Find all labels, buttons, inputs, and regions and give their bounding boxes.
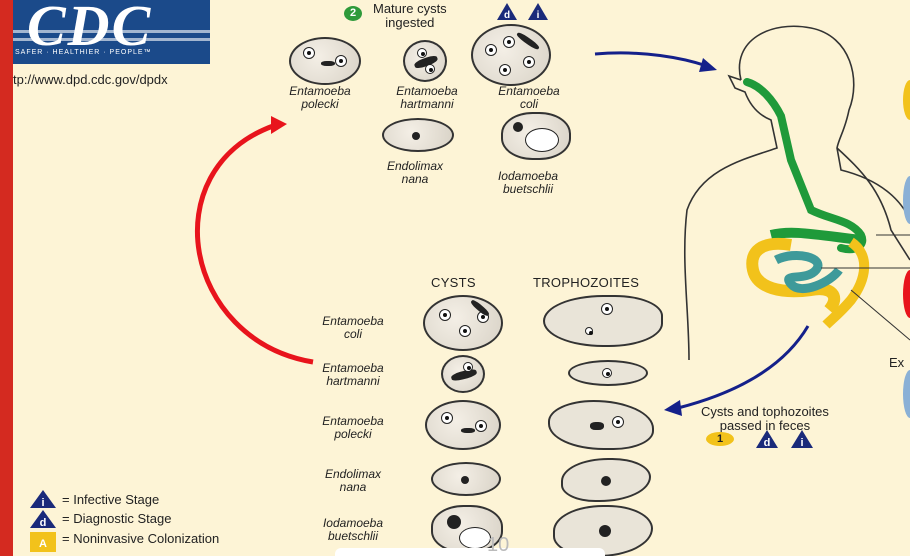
- row-label-endolimax: Endolimax nana: [324, 467, 382, 494]
- cdc-logo-tagline: SAFER · HEALTHIER · PEOPLE™: [15, 49, 152, 56]
- cyst-polecki-top: [289, 37, 361, 85]
- human-digestive-diagram: [683, 25, 910, 361]
- row-label-hartmanni: Entamoeba hartmanni: [322, 361, 384, 388]
- legend-infective: = Infective Stage: [62, 492, 160, 507]
- feces-caption: Cysts and tophozoites passed in feces: [701, 404, 829, 433]
- header-cysts: CYSTS: [431, 275, 476, 290]
- badge-d-bottom: d: [764, 437, 771, 449]
- badge-d-top: d: [504, 10, 510, 21]
- table-cyst-hartmanni: [441, 355, 485, 393]
- label-coli-top: Entamoeba coli: [498, 84, 560, 111]
- cyst-coli-top: [471, 24, 551, 86]
- diagram-canvas: CDC SAFER · HEALTHIER · PEOPLE™ tp://www…: [13, 0, 910, 556]
- page-number: 10: [487, 534, 510, 556]
- right-marker-red: [903, 270, 910, 318]
- row-label-iodamoeba: Iodamoeba buetschlii: [322, 516, 384, 543]
- badge-i-top: i: [537, 10, 540, 21]
- stage-1-marker: 1: [706, 432, 734, 446]
- legend-infective-symbol: i: [41, 497, 44, 509]
- right-marker-blue-1: [903, 176, 910, 224]
- cdc-logo: CDC SAFER · HEALTHIER · PEOPLE™: [13, 0, 210, 64]
- cdc-logo-wordmark: CDC: [27, 0, 153, 58]
- top-stage-badges: d i: [497, 3, 548, 21]
- page-number-box: [335, 548, 605, 556]
- label-polecki-top: Entamoeba polecki: [289, 84, 351, 111]
- source-url: tp://www.dpd.cdc.gov/dpdx: [13, 72, 168, 87]
- header-trophozoites: TROPHOZOITES: [533, 275, 640, 290]
- bottom-stage-badges: d i: [756, 430, 813, 449]
- right-marker-yellow: [903, 80, 910, 120]
- label-ex-truncated: Ex: [889, 355, 905, 370]
- row-label-polecki: Entamoeba polecki: [322, 414, 384, 441]
- table-tropho-polecki: [548, 400, 654, 450]
- stage-2-marker: 2: [344, 6, 362, 21]
- cyst-endolimax-top: [382, 118, 454, 152]
- legend-diagnostic-symbol: d: [40, 517, 47, 529]
- table-cyst-endolimax: [431, 462, 501, 496]
- table-tropho-hartmanni: [568, 360, 648, 386]
- label-hartmanni-top: Entamoeba hartmanni: [396, 84, 458, 111]
- table-tropho-endolimax: [561, 458, 651, 502]
- legend-noninvasive: = Noninvasive Colonization: [62, 531, 220, 546]
- ingestion-arrow: [594, 51, 717, 72]
- mature-cysts-caption: Mature cysts ingested: [373, 1, 447, 30]
- table-cyst-coli: [423, 295, 503, 351]
- row-label-coli: Entamoeba coli: [322, 314, 384, 341]
- red-cycle-arrow: [194, 116, 314, 365]
- table-cyst-polecki: [425, 400, 501, 450]
- legend-diagnostic: = Diagnostic Stage: [62, 511, 172, 526]
- label-iodamoeba-top: Iodamoeba buetschlii: [497, 169, 559, 196]
- legend-symbols: i d A: [30, 490, 56, 552]
- cyst-hartmanni-top: [403, 40, 447, 82]
- table-tropho-iodamoeba: [553, 505, 653, 556]
- badge-i-bottom: i: [800, 437, 803, 449]
- legend-noninvasive-symbol: A: [39, 538, 47, 550]
- cyst-iodamoeba-top: [501, 112, 571, 160]
- right-marker-blue-2: [903, 370, 910, 418]
- label-endolimax-top: Endolimax nana: [386, 159, 444, 186]
- excretion-arrow: [664, 325, 810, 416]
- table-tropho-coli: [543, 295, 663, 347]
